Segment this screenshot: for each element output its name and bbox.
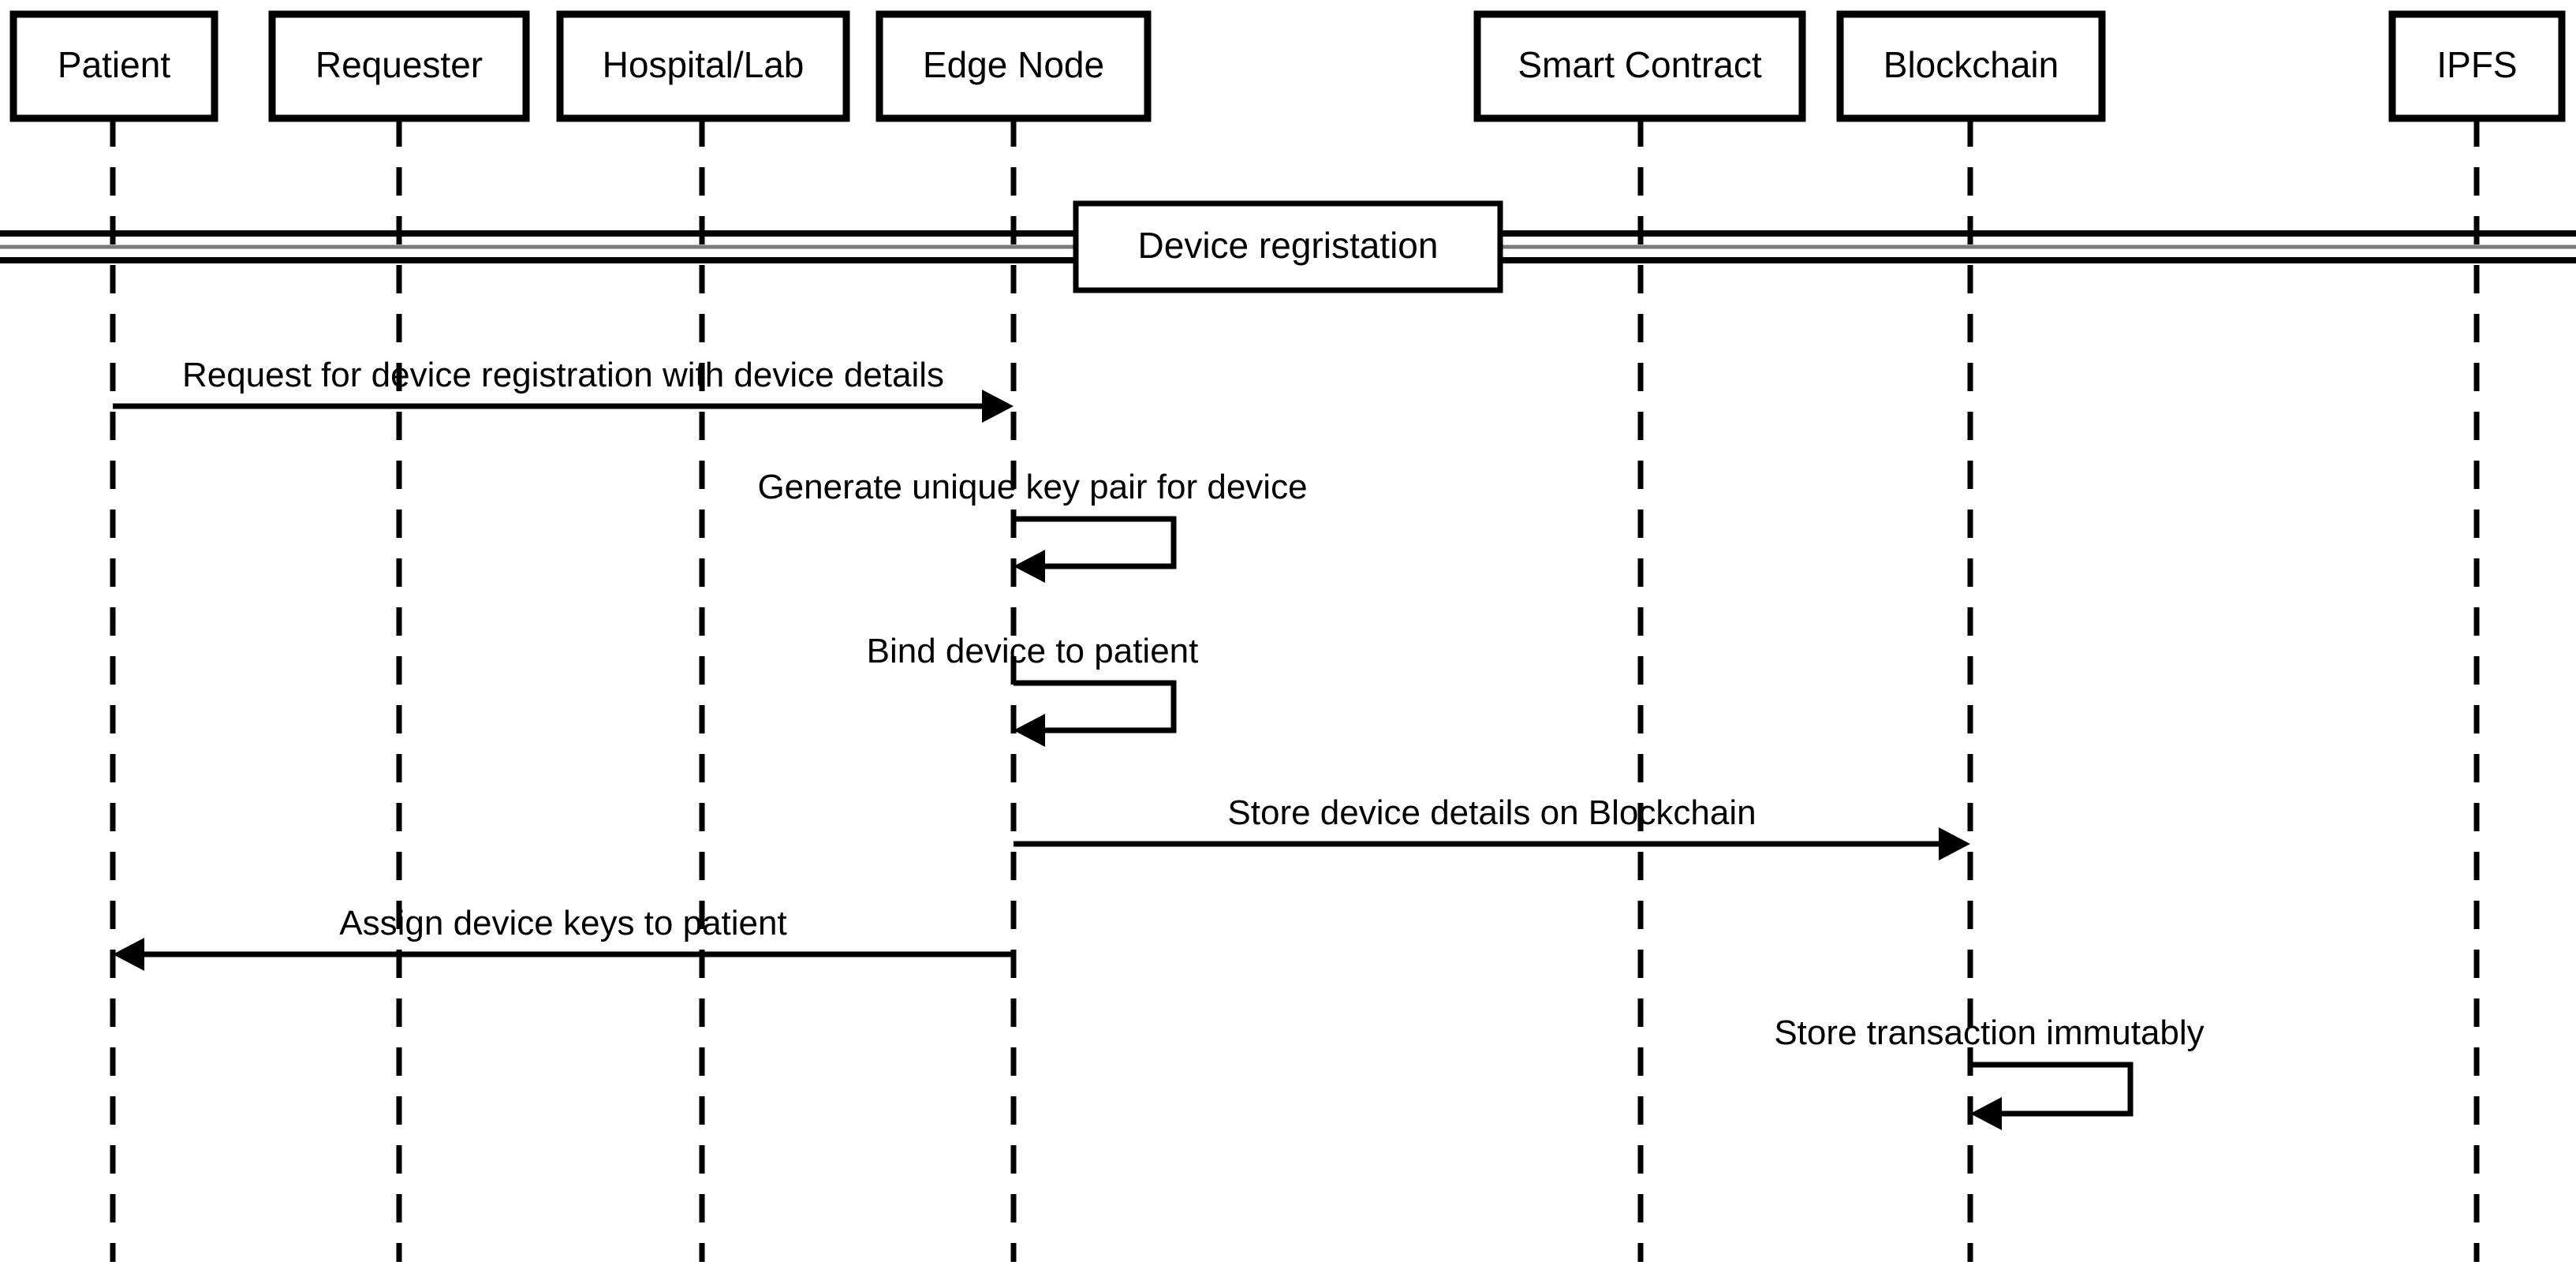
- section-divider: [0, 230, 2576, 263]
- participant-label-requester: Requester: [315, 44, 483, 85]
- participant-box-rect-requester: [268, 10, 530, 122]
- participant-box-smart-contract[interactable]: Smart Contract: [1473, 10, 1806, 122]
- message-label-request-device-registration: Request for device registration with dev…: [182, 356, 944, 394]
- lifelines-layer: [110, 118, 2480, 1262]
- participant-box-rect-ipfs: [2388, 10, 2566, 122]
- participant-box-rect-patient: [9, 10, 218, 122]
- participant-label-ipfs: IPFS: [2436, 44, 2517, 85]
- fragment-banner-rect: [1073, 200, 1503, 293]
- message-arrowhead-generate-key-pair: [1014, 550, 1045, 583]
- participant-box-patient[interactable]: Patient: [9, 10, 218, 122]
- message-arrowhead-store-device-details: [1939, 827, 1970, 860]
- message-label-assign-device-keys: Assign device keys to patient: [339, 904, 786, 942]
- participant-box-rect-smart-contract: [1473, 10, 1806, 122]
- fragment-banner-box: Device regristation: [1073, 200, 1503, 293]
- message-bind-device-to-patient[interactable]: Bind device to patient: [867, 632, 1199, 747]
- participant-box-hospital-lab[interactable]: Hospital/Lab: [556, 10, 850, 122]
- message-arrowhead-assign-device-keys: [113, 938, 144, 971]
- participant-box-blockchain[interactable]: Blockchain: [1836, 10, 2106, 122]
- message-arrowhead-request-device-registration: [982, 390, 1014, 423]
- message-assign-device-keys[interactable]: Assign device keys to patient: [113, 904, 1014, 971]
- messages-layer: Request for device registration with dev…: [113, 356, 2205, 1130]
- participant-box-edge-node[interactable]: Edge Node: [875, 10, 1152, 122]
- message-line-generate-key-pair: [1014, 516, 1177, 569]
- message-store-device-details[interactable]: Store device details on Blockchain: [1014, 793, 1970, 860]
- message-arrowhead-store-transaction-immutably: [1970, 1097, 2002, 1130]
- fragment-banner-label: Device regristation: [1138, 225, 1439, 266]
- participant-headers: Patient Requester Hospital/Lab Edge Node Sma…: [9, 10, 2566, 122]
- fragment-banner: Device regristation: [1073, 200, 1503, 293]
- message-request-device-registration[interactable]: Request for device registration with dev…: [113, 356, 1014, 423]
- participant-label-edge-node: Edge Node: [923, 44, 1104, 85]
- participant-label-smart-contract: Smart Contract: [1518, 44, 1762, 85]
- participant-box-rect-hospital-lab: [556, 10, 850, 122]
- message-label-generate-key-pair: Generate unique key pair for device: [757, 468, 1307, 506]
- participant-label-patient: Patient: [58, 44, 170, 85]
- participant-box-ipfs[interactable]: IPFS: [2388, 10, 2566, 122]
- message-label-store-device-details: Store device details on Blockchain: [1227, 793, 1756, 832]
- participant-box-rect-edge-node: [875, 10, 1152, 122]
- message-store-transaction-immutably[interactable]: Store transaction immutably: [1774, 1013, 2205, 1130]
- participant-label-blockchain: Blockchain: [1883, 44, 2059, 85]
- message-generate-key-pair[interactable]: Generate unique key pair for device: [757, 468, 1308, 583]
- message-label-store-transaction-immutably: Store transaction immutably: [1774, 1013, 2204, 1052]
- participant-box-rect-blockchain: [1836, 10, 2106, 122]
- participant-label-hospital-lab: Hospital/Lab: [603, 44, 805, 85]
- message-line-store-transaction-immutably: [1970, 1062, 2134, 1117]
- participant-box-requester[interactable]: Requester: [268, 10, 530, 122]
- message-line-bind-device-to-patient: [1014, 680, 1177, 733]
- message-arrowhead-bind-device-to-patient: [1014, 714, 1045, 747]
- message-label-bind-device-to-patient: Bind device to patient: [867, 632, 1199, 670]
